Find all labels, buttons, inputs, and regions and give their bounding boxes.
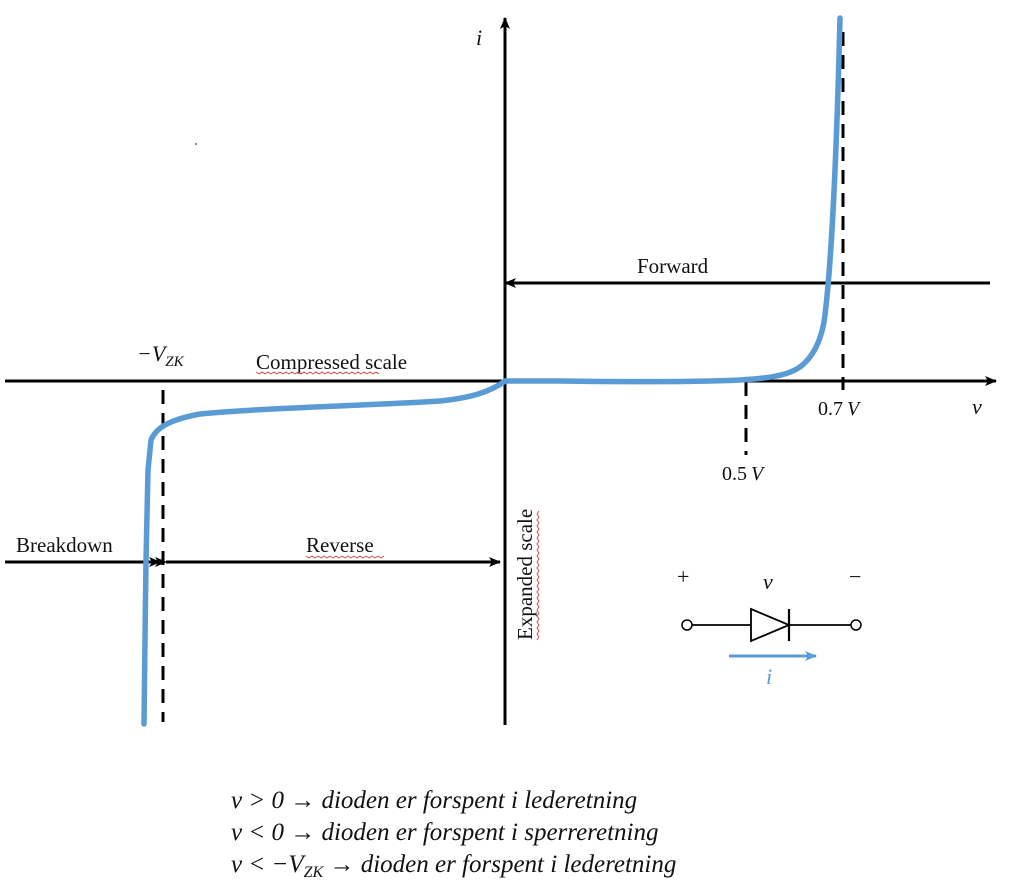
stray-dot xyxy=(195,143,197,145)
minus-sign: − xyxy=(849,564,861,589)
vzk-main: −V xyxy=(137,341,168,366)
equation-2-lhs: v < 0 → xyxy=(231,819,321,846)
reverse-label: Reverse xyxy=(306,533,374,557)
breakdown-label: Breakdown xyxy=(16,533,113,557)
diode-symbol: + − v i xyxy=(677,564,862,689)
tick-07-unit: V xyxy=(847,398,862,420)
equation-3-arrow: → xyxy=(323,851,361,878)
equation-3: v < −VZK → dioden er forspent i lederetn… xyxy=(231,851,676,881)
forward-label: Forward xyxy=(637,254,709,278)
equation-3-rhs: dioden er forspent i lederetning xyxy=(361,851,677,878)
expanded-scale-label: Expanded scale xyxy=(513,509,537,640)
equation-3-sub: ZK xyxy=(304,864,325,881)
cathode-terminal xyxy=(850,619,862,631)
expanded-scale-spellcheck xyxy=(536,510,540,641)
diode-triangle xyxy=(750,607,792,643)
voltage-label: v xyxy=(763,569,773,594)
equation-1-lhs: v > 0 → xyxy=(231,787,321,814)
x-axis-label: v xyxy=(972,394,982,419)
vzk-subscript: ZK xyxy=(165,354,184,370)
equations: v > 0 → dioden er forspent i lederetning… xyxy=(231,787,676,881)
plus-sign: + xyxy=(677,564,689,589)
current-label: i xyxy=(766,664,772,689)
equation-1: v > 0 → dioden er forspent i lederetning xyxy=(231,787,637,814)
compressed-scale-spellcheck xyxy=(255,371,380,375)
tick-07-value: 0.7 xyxy=(818,398,843,420)
anode-terminal xyxy=(681,619,693,631)
tick-05-value: 0.5 xyxy=(722,463,747,485)
compressed-scale-label: Compressed scale xyxy=(256,350,407,374)
equation-2-rhs: dioden er forspent i sperreretning xyxy=(321,819,658,846)
y-axis-label: i xyxy=(476,25,482,50)
iv-curve xyxy=(141,15,843,727)
equation-2: v < 0 → dioden er forspent i sperreretni… xyxy=(231,819,658,846)
equation-1-rhs: dioden er forspent i lederetning xyxy=(321,787,637,814)
vzk-label: −VZK xyxy=(137,341,185,370)
tick-05-unit: V xyxy=(751,463,766,485)
equation-3-lhs: v < −V xyxy=(231,851,306,878)
reverse-spellcheck xyxy=(305,555,385,559)
